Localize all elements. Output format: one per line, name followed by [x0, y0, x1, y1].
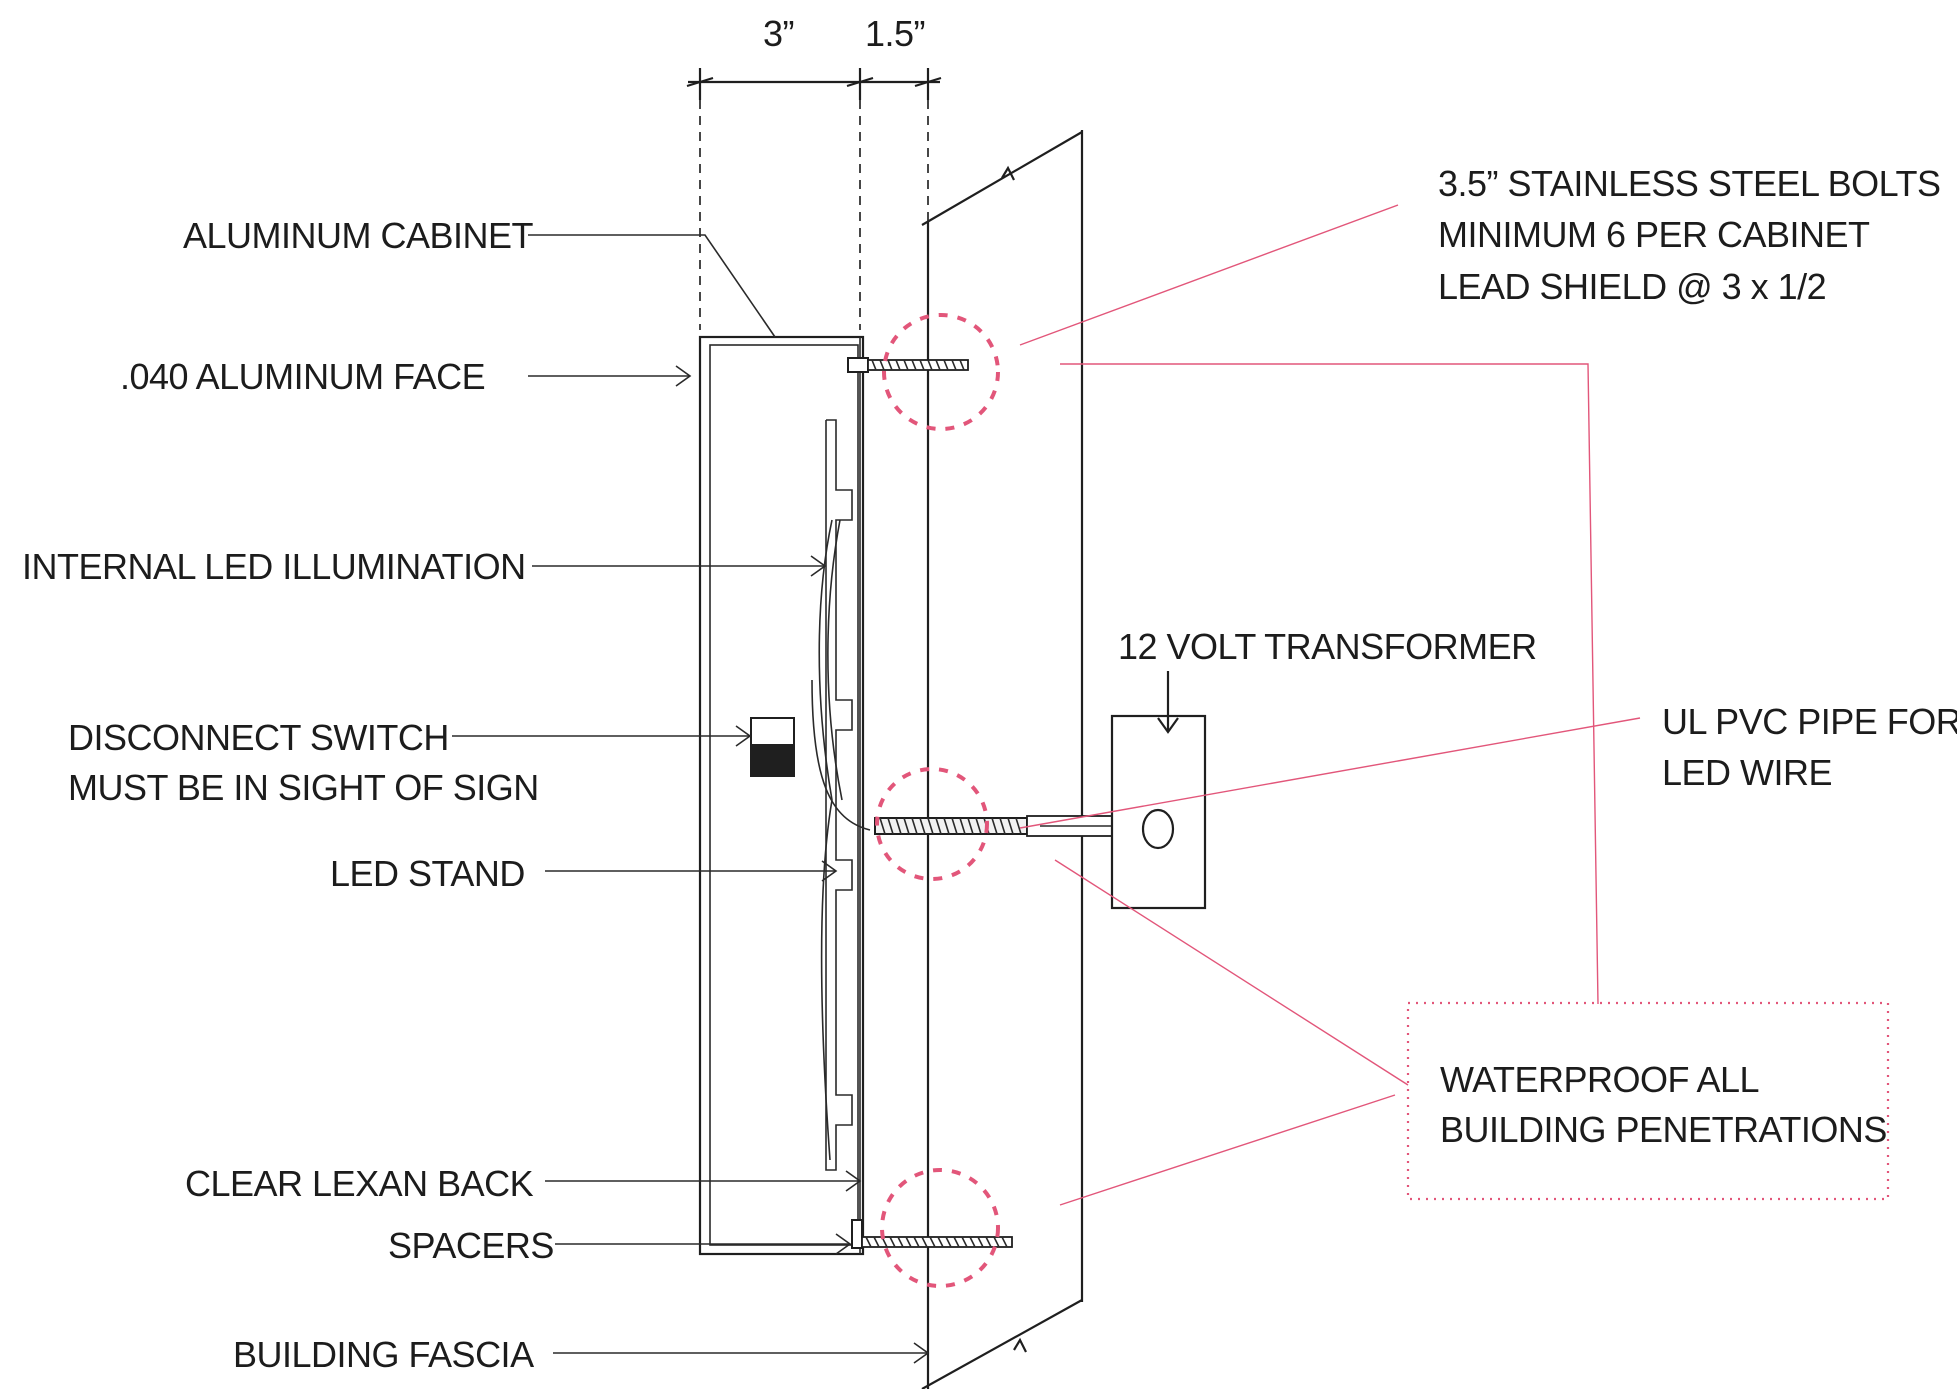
label-spacers: SPACERS	[388, 1225, 554, 1266]
label-disconnect-switch: DISCONNECT SWITCH	[68, 717, 449, 758]
pvc-pipe	[874, 815, 1113, 837]
dimension-line	[686, 68, 942, 330]
penetration-markers	[875, 313, 1000, 1288]
label-building-fascia: BUILDING FASCIA	[233, 1334, 534, 1375]
label-aluminum-face: .040 ALUMINUM FACE	[120, 356, 485, 397]
label-pvc-line1: UL PVC PIPE FOR	[1662, 701, 1957, 742]
label-waterproof-line1: WATERPROOF ALL	[1440, 1059, 1759, 1100]
label-clear-lexan-back: CLEAR LEXAN BACK	[185, 1163, 534, 1204]
dimension-3in: 3”	[763, 13, 794, 54]
pink-leader-lines	[1019, 204, 1641, 1206]
dimension-1-5in: 1.5”	[865, 13, 925, 54]
transformer	[1110, 671, 1207, 910]
top-bolt	[847, 357, 969, 373]
label-aluminum-cabinet: ALUMINUM CABINET	[183, 215, 534, 256]
disconnect-switch	[750, 717, 795, 777]
label-bolts-line2: MINIMUM 6 PER CABINET	[1438, 214, 1870, 255]
aluminum-cabinet	[698, 335, 865, 1256]
label-transformer: 12 VOLT TRANSFORMER	[1118, 626, 1537, 667]
label-bolts-line3: LEAD SHIELD @ 3 x 1/2	[1438, 266, 1826, 307]
left-leader-lines	[452, 234, 930, 1364]
building-fascia-wall	[921, 130, 1084, 1389]
waterproof-callout-box	[1406, 1001, 1890, 1201]
label-waterproof-line2: BUILDING PENETRATIONS	[1440, 1109, 1887, 1150]
label-bolts-line1: 3.5” STAINLESS STEEL BOLTS	[1438, 163, 1941, 204]
label-pvc-line2: LED WIRE	[1662, 752, 1832, 793]
led-stand	[811, 419, 871, 1171]
bottom-bolt	[851, 1219, 1013, 1249]
label-led-stand: LED STAND	[330, 853, 525, 894]
label-internal-led: INTERNAL LED ILLUMINATION	[22, 546, 526, 587]
label-disconnect-switch-note: MUST BE IN SIGHT OF SIGN	[68, 767, 539, 808]
